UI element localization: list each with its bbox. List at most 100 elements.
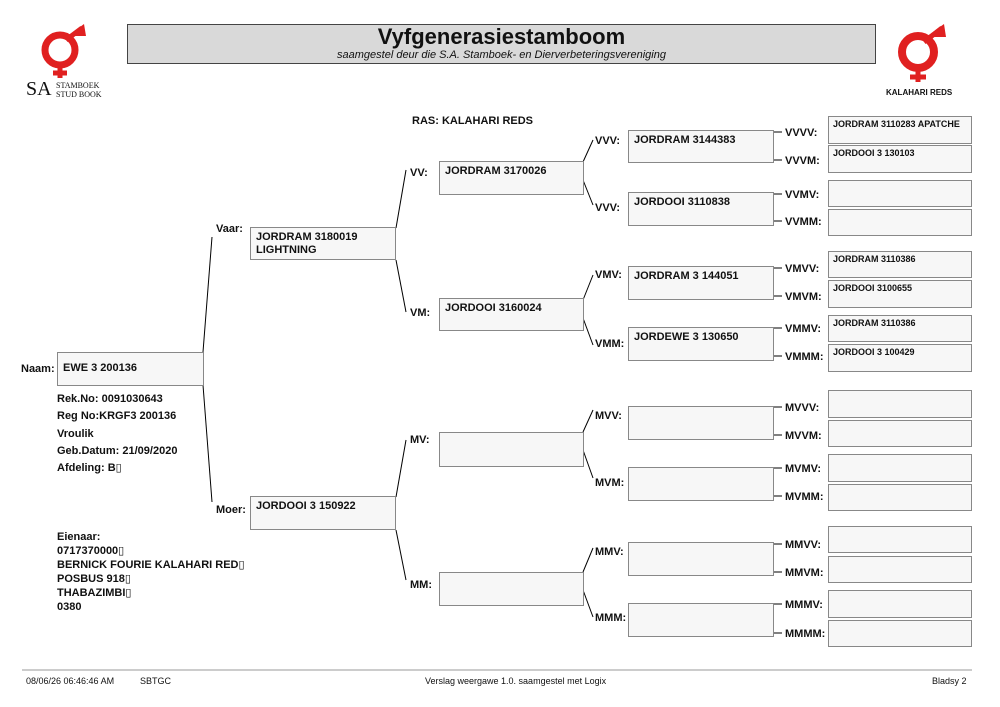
vmm-label: VMM:	[595, 338, 625, 350]
gen5-name: JORDRAM 3110386	[833, 318, 916, 328]
gen5-box: JORDOOI 3 100429	[828, 344, 972, 372]
gen5-name: JORDOOI 3 100429	[833, 347, 915, 357]
studbook-sa-text: SA	[26, 78, 52, 100]
vaar-box: JORDRAM 3180019 LIGHTNING	[250, 227, 396, 260]
gen5-name: JORDOOI 3 130103	[833, 148, 915, 158]
animal-name-box: EWE 3 200136	[57, 352, 204, 386]
mv-box	[439, 432, 584, 467]
gen5-label: MMMV:	[785, 599, 823, 611]
gen5-box	[828, 209, 972, 236]
vm-label: VM:	[410, 307, 431, 319]
gen5-label: VVMV:	[785, 189, 820, 201]
studbook-emblem-icon	[41, 24, 86, 78]
footer-code: SBTGC	[140, 676, 172, 686]
moer-label: Moer:	[216, 504, 246, 516]
owner-line: 0717370000▯	[57, 545, 125, 557]
vmv-name: JORDRAM 3 144051	[634, 270, 739, 282]
owner-line: BERNICK FOURIE KALAHARI RED▯	[57, 559, 245, 571]
gen5-box: JORDOOI 3 130103	[828, 145, 972, 173]
vvv-box: JORDRAM 3144383	[628, 130, 774, 163]
breed-line: RAS: KALAHARI REDS	[412, 115, 533, 127]
kalahari-reds-logo: KALAHARI REDS	[884, 22, 964, 102]
moer-name: JORDOOI 3 150922	[256, 500, 356, 512]
mv-label: MV:	[410, 434, 430, 446]
gen5-box	[828, 390, 972, 418]
vaar-label: Vaar:	[216, 223, 243, 235]
birth-date: Geb.Datum: 21/09/2020	[57, 445, 178, 457]
vv-name: JORDRAM 3170026	[445, 165, 547, 177]
gen5-box	[828, 420, 972, 447]
gen5-box: JORDRAM 3110386	[828, 315, 972, 342]
report-header: Vyfgenerasiestamboom saamgestel deur die…	[127, 24, 876, 64]
footer-version: Verslag weergawe 1.0. saamgestel met Log…	[425, 676, 607, 686]
gen5-label: VMVV:	[785, 263, 820, 275]
page-subtitle: saamgestel deur die S.A. Stamboek- en Di…	[337, 49, 666, 61]
mvm-label: MVM:	[595, 477, 625, 489]
footer-page: Bladsy 2	[932, 676, 967, 686]
mvv-label: MVV:	[595, 410, 622, 422]
gen5-label: MVVM:	[785, 430, 822, 442]
vaar-name: JORDRAM 3180019	[256, 231, 358, 243]
gen5-label: MMVV:	[785, 539, 822, 551]
gen5-label: MMMM:	[785, 628, 826, 640]
owner-line: 0380	[57, 601, 82, 613]
gen5-label: VMMM:	[785, 351, 824, 363]
gen5-label: VVMM:	[785, 216, 822, 228]
vmm-box: JORDEWE 3 130650	[628, 327, 774, 361]
naam-label: Naam:	[21, 363, 55, 375]
rek-no: Rek.No: 0091030643	[57, 393, 163, 405]
gen5-box	[828, 590, 972, 618]
gen5-label: VMVM:	[785, 291, 822, 303]
studbook-line2: STUD BOOK	[56, 90, 102, 99]
vvm-name: JORDOOI 3110838	[634, 196, 731, 208]
vvm-box: JORDOOI 3110838	[628, 192, 774, 226]
owner-line: THABAZIMBI▯	[57, 587, 132, 599]
gen5-label: VVVM:	[785, 155, 820, 167]
mmv-box	[628, 542, 774, 576]
kalahari-reds-text: KALAHARI REDS	[886, 88, 953, 97]
animal-name: EWE 3 200136	[63, 362, 137, 374]
gen5-box	[828, 484, 972, 511]
gen5-box	[828, 620, 972, 647]
gen5-label: MVMM:	[785, 491, 824, 503]
gen5-box	[828, 526, 972, 553]
page-title: Vyfgenerasiestamboom	[377, 24, 626, 49]
vv-box: JORDRAM 3170026	[439, 161, 584, 195]
vmv-label: VMV:	[595, 269, 622, 281]
sa-studbook-logo: SA STAMBOEK STUD BOOK	[26, 22, 106, 102]
vmv-box: JORDRAM 3 144051	[628, 266, 774, 300]
vvv-name: JORDRAM 3144383	[634, 134, 736, 146]
vv-label: VV:	[410, 167, 428, 179]
vvm-label: VVV:	[595, 202, 621, 214]
gen5-name: JORDRAM 3110283 APATCHE	[833, 119, 960, 129]
gen5-name: JORDOOI 3100655	[833, 283, 913, 293]
studbook-line1: STAMBOEK	[56, 81, 100, 90]
gen5-label: MVMV:	[785, 463, 822, 475]
mvm-box	[628, 467, 774, 501]
reg-no: Reg No:KRGF3 200136	[57, 410, 177, 422]
vmm-name: JORDEWE 3 130650	[634, 331, 739, 343]
sex: Vroulik	[57, 428, 94, 440]
gen5-label: VVVV:	[785, 127, 818, 139]
mm-label: MM:	[410, 579, 432, 591]
footer-datetime: 08/06/26 06:46:46 AM	[26, 676, 115, 686]
mmv-label: MMV:	[595, 546, 624, 558]
owner-line: POSBUS 918▯	[57, 573, 131, 585]
gen5-label: MVVV:	[785, 402, 820, 414]
moer-box: JORDOOI 3 150922	[250, 496, 396, 530]
vm-box: JORDOOI 3160024	[439, 298, 584, 331]
mvv-box	[628, 406, 774, 440]
vm-name: JORDOOI 3160024	[445, 302, 542, 314]
gen5-box	[828, 454, 972, 482]
mmm-label: MMM:	[595, 612, 627, 624]
mmm-box	[628, 603, 774, 637]
gen5-box: JORDRAM 3110386	[828, 251, 972, 278]
vaar-name-line2: LIGHTNING	[256, 244, 317, 256]
gen5-box	[828, 180, 972, 207]
vvv-label: VVV:	[595, 135, 621, 147]
gen5-box: JORDOOI 3100655	[828, 280, 972, 308]
gen5-label: VMMV:	[785, 323, 822, 335]
gen5-box: JORDRAM 3110283 APATCHE	[828, 116, 972, 144]
afdeling: Afdeling: B▯	[57, 462, 122, 474]
